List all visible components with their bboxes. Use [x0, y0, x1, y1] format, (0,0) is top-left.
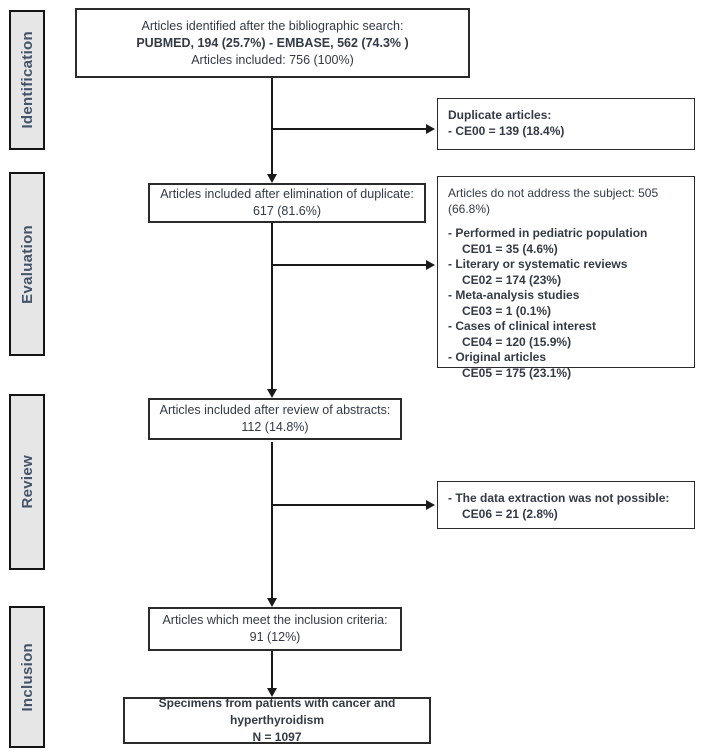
box-after-elimination: Articles included after elimination of d… [148, 183, 426, 223]
box-after-abstracts: Articles included after review of abstra… [148, 398, 402, 440]
after-abstracts-line2: 112 (14.8%) [241, 420, 309, 434]
not-address-title: Articles do not address the subject: 505… [448, 186, 659, 216]
duplicates-line1: Duplicate articles: [448, 108, 552, 122]
arrowhead-down-3 [267, 598, 277, 607]
not-address-item-5: - Original articles CE05 = 175 (23.1%) [448, 350, 572, 380]
connector-branch-no-extraction [272, 504, 426, 506]
specimens-line2: N = 1097 [252, 730, 302, 744]
connector-elimination-to-abstracts [271, 223, 273, 389]
specimens-line1: Specimens from patients with cancer and … [158, 696, 396, 727]
no-extraction-line2: CE06 = 21 (2.8%) [462, 506, 558, 521]
arrowhead-right-not-address [426, 260, 435, 270]
inclusion-criteria-line1: Articles which meet the inclusion criter… [162, 613, 388, 627]
duplicates-line2: - CE00 = 139 (18.4%) [448, 123, 565, 138]
connector-abstracts-to-criteria [271, 442, 273, 598]
stage-review-label: Review [18, 455, 36, 509]
box-articles-identified: Articles identified after the bibliograp… [75, 8, 470, 78]
identified-line2: PUBMED, 194 (25.7%) - EMBASE, 562 (74.3%… [136, 35, 409, 50]
identified-line3: Articles included: 756 (100%) [191, 52, 354, 67]
after-abstracts-line1: Articles included after review of abstra… [159, 403, 391, 417]
stage-evaluation: Evaluation [9, 172, 45, 356]
no-extraction-line1: - The data extraction was not possible: [448, 491, 670, 505]
stage-identification: Identification [9, 10, 45, 150]
arrowhead-down-4 [267, 688, 277, 697]
arrowhead-right-duplicates [426, 124, 435, 134]
arrowhead-down-2 [267, 389, 277, 398]
not-address-item-2: - Literary or systematic reviews CE02 = … [448, 257, 628, 287]
stage-identification-label: Identification [18, 31, 36, 129]
not-address-item-1: - Performed in pediatric population CE01… [448, 226, 648, 256]
not-address-item-4: - Cases of clinical interest CE04 = 120 … [448, 319, 597, 349]
box-inclusion-criteria: Articles which meet the inclusion criter… [148, 607, 402, 651]
box-not-address-subject: Articles do not address the subject: 505… [437, 176, 695, 380]
arrowhead-right-no-extraction [426, 500, 435, 510]
connector-branch-duplicates [272, 128, 426, 130]
connector-branch-not-address [272, 264, 426, 266]
connector-identified-to-elimination [271, 78, 273, 174]
stage-inclusion: Inclusion [9, 606, 45, 748]
identified-line1: Articles identified after the bibliograp… [141, 18, 404, 33]
stage-review: Review [9, 394, 45, 570]
arrowhead-down-1 [267, 174, 277, 183]
connector-criteria-to-specimens [271, 651, 273, 688]
stage-inclusion-label: Inclusion [18, 642, 36, 712]
not-address-item-3: - Meta-analysis studies CE03 = 1 (0.1%) [448, 288, 580, 318]
after-elimination-line2: 617 (81.6%) [252, 204, 322, 218]
box-specimens: Specimens from patients with cancer and … [123, 696, 431, 744]
inclusion-criteria-line2: 91 (12%) [249, 630, 301, 644]
box-no-extraction: - The data extraction was not possible: … [437, 481, 695, 529]
stage-evaluation-label: Evaluation [18, 224, 36, 304]
box-duplicate-articles: Duplicate articles: - CE00 = 139 (18.4%) [437, 98, 695, 150]
after-elimination-line1: Articles included after elimination of d… [160, 187, 414, 201]
